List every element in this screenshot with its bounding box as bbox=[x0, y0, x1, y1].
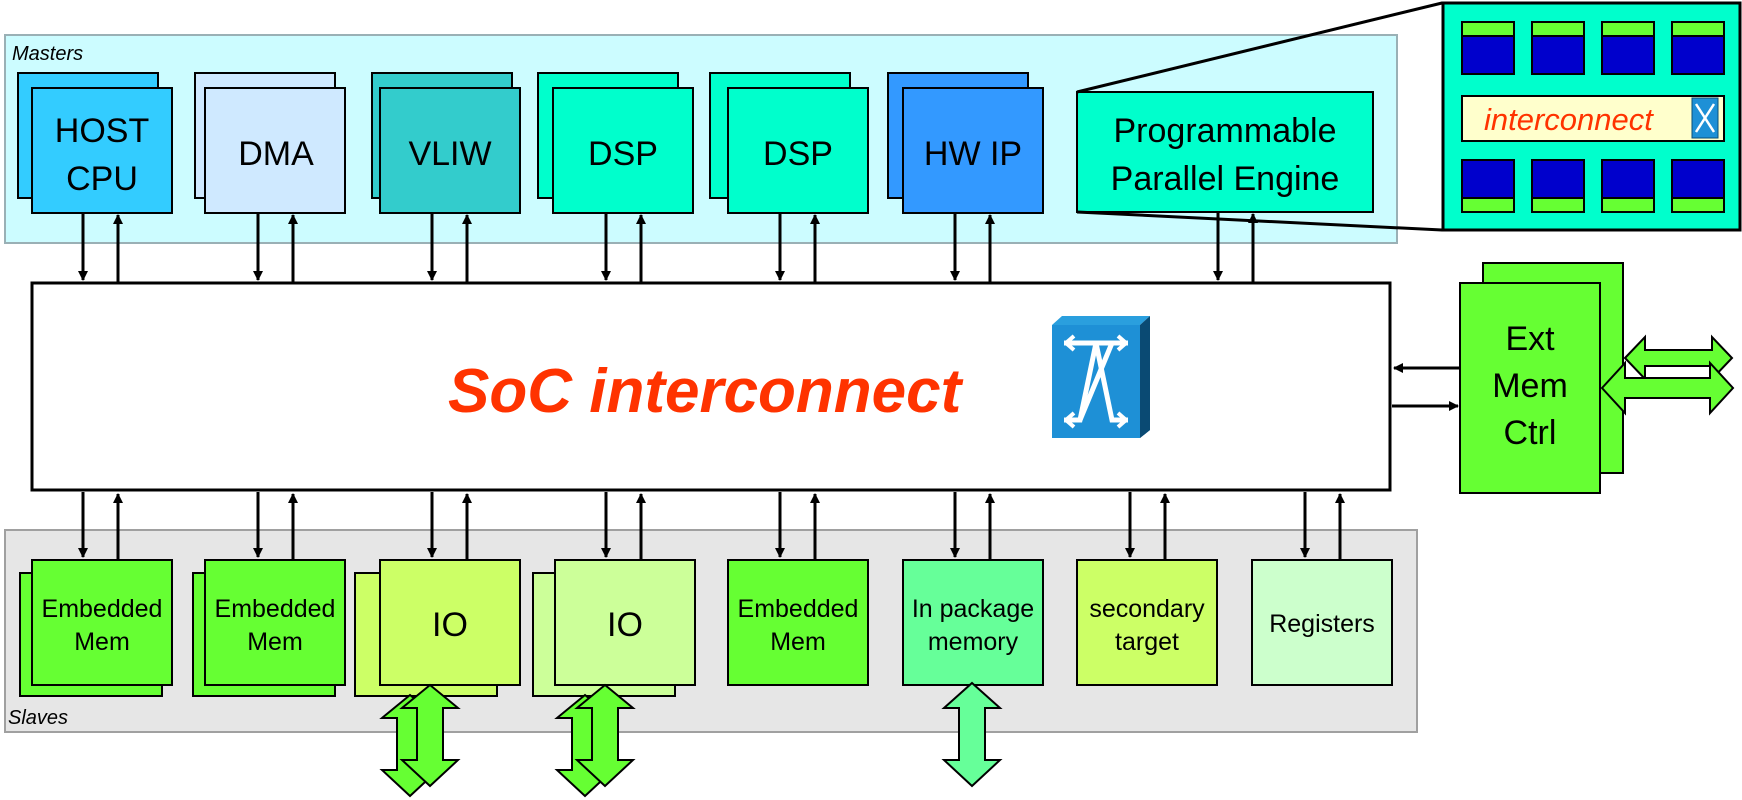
zoom-interconnect-bar bbox=[1461, 95, 1725, 142]
in-package-memory-line1: In package bbox=[912, 595, 1034, 623]
host-cpu-block: HOST CPU bbox=[17, 72, 173, 214]
vliw-label: VLIW bbox=[408, 135, 491, 173]
slaves-label: Slaves bbox=[8, 707, 68, 729]
zoom-line-bottom bbox=[1076, 210, 1443, 232]
secondary-target-block: secondary target bbox=[1076, 559, 1218, 686]
embedded-mem-2-line2: Mem bbox=[247, 628, 303, 656]
masters-label: Masters bbox=[12, 43, 83, 65]
zoom-crossbar-icon bbox=[1691, 97, 1719, 139]
zoom-line-top bbox=[1076, 1, 1443, 94]
dsp-2-label: DSP bbox=[763, 135, 833, 173]
secondary-target-line2: target bbox=[1115, 628, 1179, 656]
io-2-label: IO bbox=[607, 606, 643, 644]
host-cpu-label-line2: CPU bbox=[66, 160, 138, 198]
zoom-interconnect-label: interconnect bbox=[1484, 102, 1654, 137]
embedded-mem-1-line2: Mem bbox=[74, 628, 130, 656]
crossbar-switch-icon bbox=[1052, 316, 1150, 438]
slave-bus-arrows bbox=[78, 492, 1345, 560]
ext-mem-arrows bbox=[1392, 363, 1460, 411]
embedded-mem-3-line2: Mem bbox=[770, 628, 826, 656]
ext-mem-label-line3: Ctrl bbox=[1504, 414, 1557, 452]
ppe-block: Programmable Parallel Engine bbox=[1076, 91, 1374, 213]
ppe-label-line2: Parallel Engine bbox=[1111, 160, 1340, 198]
ppe-zoom-panel: interconnect bbox=[1441, 1, 1742, 232]
dsp-1-label: DSP bbox=[588, 135, 658, 173]
in-package-memory-line2: memory bbox=[928, 628, 1019, 656]
hw-ip-label: HW IP bbox=[924, 135, 1022, 173]
pe-row-bottom bbox=[1461, 159, 1725, 213]
registers-block: Registers bbox=[1251, 559, 1393, 686]
embedded-mem-1-line1: Embedded bbox=[42, 595, 163, 623]
embedded-mem-2-line1: Embedded bbox=[215, 595, 336, 623]
ext-mem-label-line2: Mem bbox=[1492, 367, 1568, 405]
io-1-label: IO bbox=[432, 606, 468, 644]
in-package-memory-block: In package memory bbox=[902, 559, 1044, 686]
pe-row-top bbox=[1461, 21, 1725, 75]
dsp-block-1: DSP bbox=[537, 72, 694, 214]
io-block-1: IO bbox=[354, 559, 521, 697]
ppe-label-line1: Programmable bbox=[1114, 112, 1337, 150]
soc-interconnect-block bbox=[30, 281, 1392, 492]
hw-ip-block: HW IP bbox=[887, 72, 1044, 214]
host-cpu-label-line1: HOST bbox=[55, 112, 149, 150]
embedded-mem-block-2: Embedded Mem bbox=[192, 559, 346, 697]
secondary-target-line1: secondary bbox=[1089, 595, 1205, 623]
vliw-block: VLIW bbox=[371, 72, 521, 214]
master-bus-arrows bbox=[78, 212, 1258, 282]
io-1-external-arrow bbox=[379, 683, 461, 798]
dma-label: DMA bbox=[238, 135, 314, 173]
embedded-mem-block-1: Embedded Mem bbox=[19, 559, 173, 697]
soc-interconnect-label: SoC interconnect bbox=[448, 357, 964, 426]
dma-block: DMA bbox=[194, 72, 346, 214]
embedded-mem-3-line1: Embedded bbox=[738, 595, 859, 623]
ext-mem-external-arrow bbox=[1600, 334, 1735, 416]
io-2-external-arrow bbox=[554, 683, 636, 798]
dsp-block-2: DSP bbox=[709, 72, 869, 214]
ext-mem-ctrl-block: Ext Mem Ctrl bbox=[1459, 262, 1624, 494]
in-package-memory-arrow bbox=[941, 681, 1003, 788]
ext-mem-label-line1: Ext bbox=[1505, 320, 1555, 358]
embedded-mem-block-3: Embedded Mem bbox=[727, 559, 869, 686]
io-block-2: IO bbox=[532, 559, 696, 697]
registers-label: Registers bbox=[1269, 610, 1375, 638]
